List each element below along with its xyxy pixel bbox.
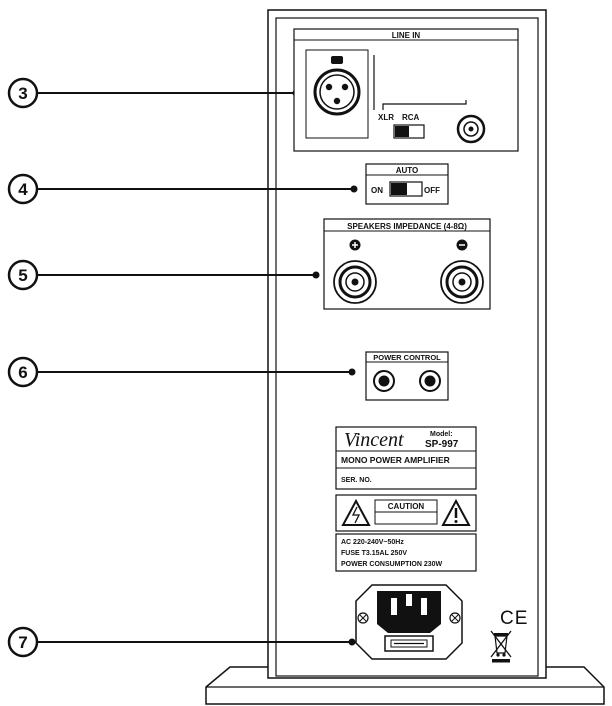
svg-text:CE: CE: [500, 608, 528, 629]
xlr-label: XLR: [378, 113, 394, 122]
model-value: SP-997: [425, 439, 459, 450]
rca-jack[interactable]: [456, 114, 486, 144]
power-inlet[interactable]: [355, 584, 463, 660]
caution-label: CAUTION: [388, 502, 425, 511]
power-control-panel: POWER CONTROL: [365, 351, 449, 401]
auto-title: AUTO: [396, 166, 419, 175]
auto-panel: AUTO ON OFF: [365, 163, 449, 205]
callout-circle-6: [7, 356, 39, 388]
callout-circle-5: [7, 259, 39, 291]
fuse-holder[interactable]: [384, 635, 434, 652]
callout-circle-4: [7, 173, 39, 205]
speakers-panel: SPEAKERS IMPEDANCE (4-8Ω): [323, 218, 491, 310]
product-name: MONO POWER AMPLIFIER: [341, 455, 450, 465]
exclamation-warning-icon: [441, 498, 471, 526]
callout-6: 6: [18, 363, 27, 382]
caution-box: CAUTION: [335, 494, 477, 532]
callout-circle-7: [7, 626, 39, 658]
callouts: 3 4 5 6 7: [7, 77, 358, 658]
screw-left-icon: [357, 612, 369, 624]
power-control-title: POWER CONTROL: [373, 353, 441, 362]
speaker-terminal-minus[interactable]: [440, 260, 484, 304]
brand-logo: Vincent: [344, 429, 404, 451]
xlr-connector[interactable]: [305, 49, 369, 139]
auto-switch[interactable]: [389, 181, 423, 197]
speaker-minus-icon: [456, 239, 468, 251]
model-label: Model:: [430, 431, 453, 438]
auto-on-label: ON: [371, 186, 383, 195]
spec-line-3: POWER CONSUMPTION 230W: [341, 561, 443, 568]
callout-3: 3: [18, 84, 27, 103]
nameplate: Vincent Model: SP-997 MONO POWER AMPLIFI…: [335, 426, 477, 490]
shock-warning-icon: [341, 498, 371, 526]
callout-4: 4: [18, 180, 28, 199]
speaker-terminal-plus[interactable]: [333, 260, 377, 304]
callout-7: 7: [18, 633, 27, 652]
spec-box: AC 220-240V~50Hz FUSE T3.15AL 250V POWER…: [335, 533, 477, 572]
line-in-panel: LINE IN XLR RCA: [293, 28, 519, 152]
speakers-title: SPEAKERS IMPEDANCE (4-8Ω): [347, 222, 467, 231]
xlr-rca-switch[interactable]: [393, 124, 425, 139]
spec-line-2: FUSE T3.15AL 250V: [341, 550, 407, 557]
screw-right-icon: [449, 612, 461, 624]
serial-label: SER. NO.: [341, 477, 372, 484]
auto-off-label: OFF: [424, 186, 440, 195]
speaker-plus-icon: [349, 239, 361, 251]
callout-circle-3: [7, 77, 39, 109]
weee-bin-icon: [490, 630, 512, 663]
rca-label: RCA: [402, 113, 420, 122]
line-in-title: LINE IN: [392, 31, 421, 40]
callout-5: 5: [18, 266, 27, 285]
spec-line-1: AC 220-240V~50Hz: [341, 539, 404, 546]
power-control-jack-1[interactable]: [373, 370, 395, 392]
ce-mark: CE: [500, 608, 528, 629]
chassis-inner: [275, 17, 539, 677]
power-control-jack-2[interactable]: [419, 370, 441, 392]
